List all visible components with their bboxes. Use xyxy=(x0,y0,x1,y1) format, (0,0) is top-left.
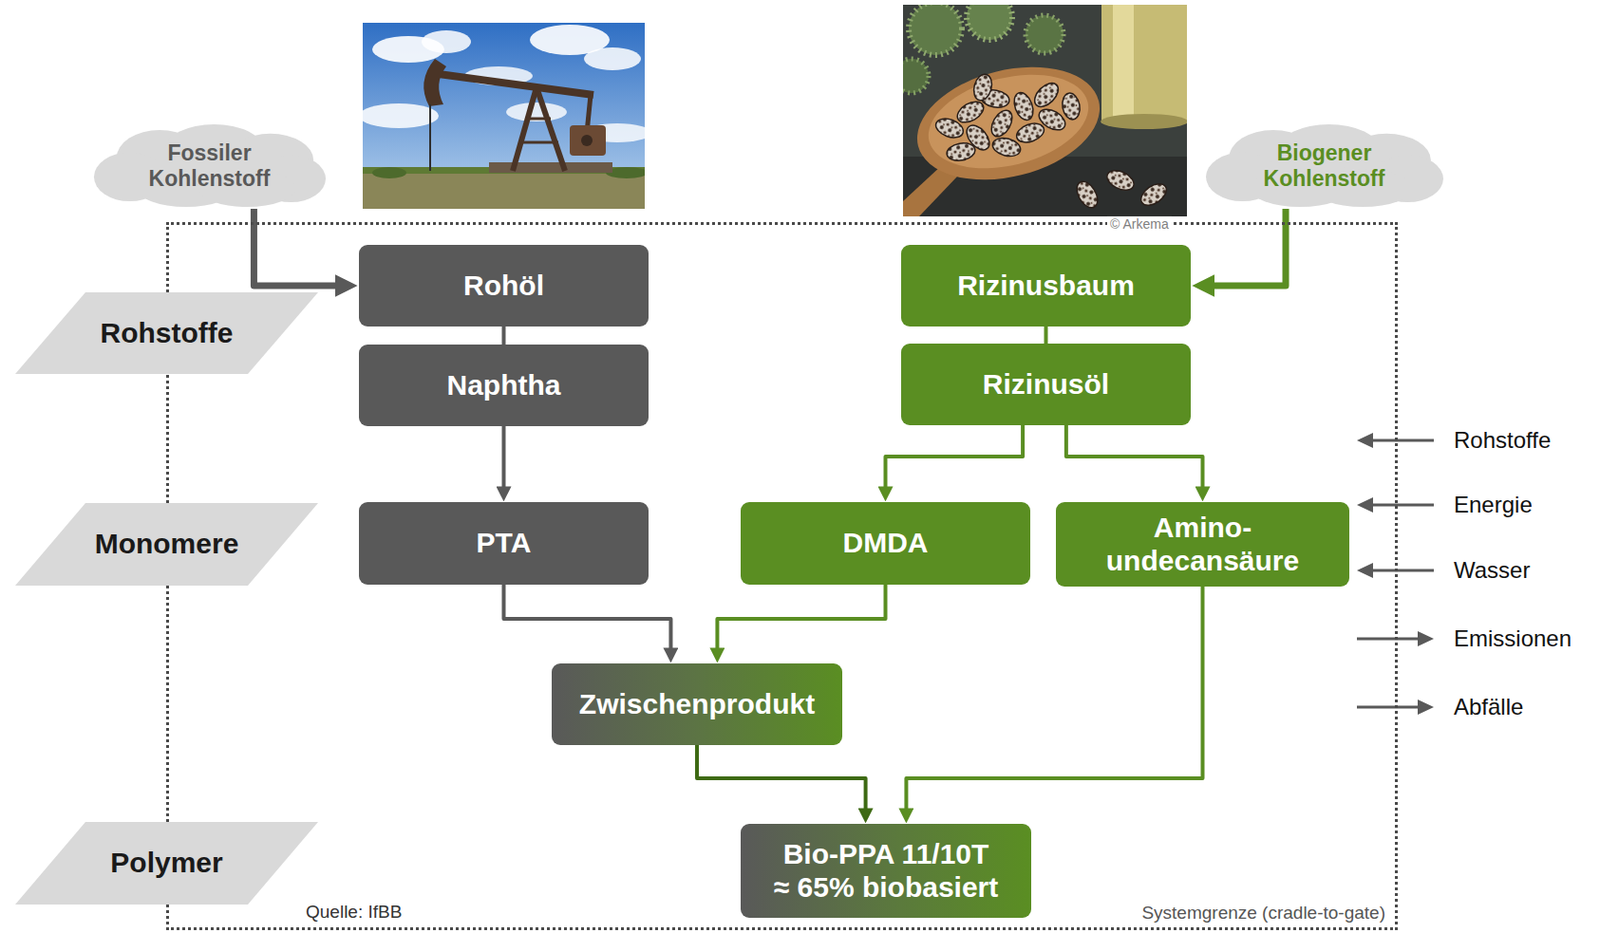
flow-connector xyxy=(1044,326,1049,344)
process-box: Zwischenprodukt xyxy=(551,663,843,746)
process-box: PTA xyxy=(358,502,649,585)
flow-connector xyxy=(1212,208,1286,286)
flow-connector xyxy=(885,425,1024,489)
node-text: Zwischenprodukt xyxy=(579,688,815,722)
process-box: Rizinusbaum xyxy=(901,244,1191,327)
process-box: Naphtha xyxy=(358,344,649,427)
flow-label: Abfälle xyxy=(1453,694,1524,721)
process-box: Rohöl xyxy=(358,244,649,327)
flow-connector xyxy=(502,326,507,345)
flow-label: Emissionen xyxy=(1453,625,1572,653)
node-text: Rizinusöl xyxy=(982,368,1110,402)
boundary-caption: Systemgrenze (cradle-to-gate) xyxy=(1141,903,1386,924)
flow-label: Wasser xyxy=(1453,557,1530,584)
castor-seed-photo xyxy=(903,4,1187,217)
node-text: Rizinusbaum xyxy=(957,269,1135,303)
process-box: Amino- undecansäure xyxy=(1055,502,1350,587)
carbon-source-cloud: Fossiler Kohlenstoff xyxy=(92,122,327,209)
system-boundary: Systemgrenze (cradle-to-gate)RohölRizinu… xyxy=(166,222,1398,931)
node-text: Fossiler Kohlenstoff xyxy=(126,140,293,191)
source-note: Quelle: IfBB xyxy=(305,902,402,923)
process-box: Rizinusöl xyxy=(901,343,1191,426)
stage-label: Polymer xyxy=(15,822,319,905)
flow-connector xyxy=(696,745,866,810)
flow-connector xyxy=(1066,425,1204,489)
flow-label: Energie xyxy=(1453,491,1533,519)
node-text: Polymer xyxy=(110,847,223,881)
node-text: Bio-PPA 11/10T xyxy=(783,838,990,872)
oil-pump-photo xyxy=(362,22,645,209)
stage-label: Monomere xyxy=(15,503,319,586)
process-box: DMDA xyxy=(740,502,1031,585)
flow-connector xyxy=(502,426,507,489)
carbon-source-cloud: Biogener Kohlenstoff xyxy=(1204,122,1445,209)
process-box: Bio-PPA 11/10T≈ 65% biobasiert xyxy=(740,824,1032,919)
stage-label: Rohstoffe xyxy=(15,292,319,375)
flow-connector xyxy=(716,584,885,650)
flow-label: Rohstoffe xyxy=(1453,427,1551,454)
node-text: Amino- undecansäure xyxy=(1067,511,1338,578)
node-text: Biogener Kohlenstoff xyxy=(1241,140,1408,191)
node-text: Naphtha xyxy=(447,369,562,403)
node-text: PTA xyxy=(476,527,532,561)
watermark: © Arkema xyxy=(1107,216,1172,232)
node-text: ≈ 65% biobasiert xyxy=(773,871,999,905)
flow-connector xyxy=(905,586,1203,810)
node-text: Monomere xyxy=(94,527,240,562)
node-text: DMDA xyxy=(843,527,929,561)
flow-connector xyxy=(253,208,338,286)
node-text: Rohöl xyxy=(463,269,545,303)
node-text: Rohstoffe xyxy=(100,317,234,351)
flow-connector xyxy=(504,584,672,650)
